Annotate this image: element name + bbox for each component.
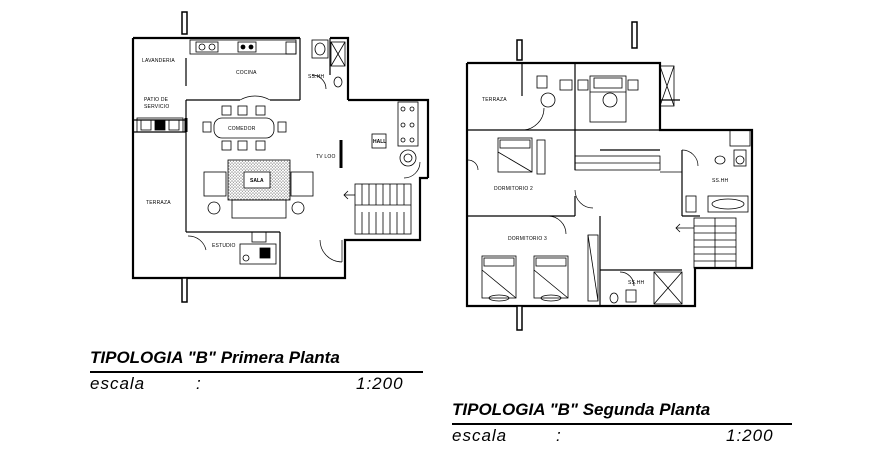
plan2-bathroom-lower xyxy=(609,271,683,305)
plan1-label-patio-2: SERVICIO xyxy=(144,104,169,110)
plan1-title-underline xyxy=(90,371,423,373)
plan2-bed-dorm2 xyxy=(497,137,533,173)
plan1-walls xyxy=(131,36,430,280)
plan1-scale-value: 1:200 xyxy=(356,374,404,393)
plan2-master-bed xyxy=(577,75,639,123)
plan2-label-dormitorio3: DORMITORIO 3 xyxy=(508,236,547,242)
plan1-title: TIPOLOGIA "B" Primera Planta xyxy=(90,348,340,367)
plan1-label-sala: SALA xyxy=(250,178,264,184)
plan2-interior-walls xyxy=(467,63,700,306)
plan2-label-ssh-upper: SS.HH xyxy=(712,178,728,184)
plan2-stairs xyxy=(675,217,737,269)
plan1-label-tv: TV LOO xyxy=(316,154,336,160)
plan1-scale-label: escala xyxy=(90,374,146,393)
plan2-title-underline xyxy=(452,423,792,425)
plan1-axis-markers xyxy=(181,11,188,303)
plan2-label-ssh-lower: SS.HH xyxy=(628,280,644,286)
plan2-doors xyxy=(467,107,699,235)
plan1-dining-set xyxy=(202,105,287,151)
plan2-title: TIPOLOGIA "B" Segunda Planta xyxy=(452,400,711,419)
plan1-label-ssh: SS.HH xyxy=(308,74,324,80)
plan2-scale-value: 1:200 xyxy=(726,426,774,445)
plan1-bathroom xyxy=(311,39,346,90)
plan2-label-terraza: TERRAZA xyxy=(482,97,507,103)
plan1-living-set xyxy=(203,140,343,219)
plan1-kitchen-counter xyxy=(189,39,297,55)
plan1-label-cocina: COCINA xyxy=(236,70,257,76)
plan1-label-lavanderia: LAVANDERIA xyxy=(142,58,175,64)
plan1-label-comedor: COMEDOR xyxy=(228,126,256,132)
plan1-label-hall: HALL xyxy=(373,139,386,145)
plan2-terrace-furniture xyxy=(536,75,573,108)
plan1-label-terraza: TERRAZA xyxy=(146,200,171,206)
plan2-bathroom-upper xyxy=(685,129,751,213)
plan1-label-patio-1: PATIO DE xyxy=(144,97,169,103)
plan1-laundry-sinks xyxy=(136,117,184,133)
plan2-scale-colon: : xyxy=(556,426,562,445)
plan1-stairs xyxy=(343,183,412,235)
plan1-interior-walls xyxy=(133,38,331,278)
plan1-label-estudio: ESTUDIO xyxy=(212,243,236,249)
plan1-scale-colon: : xyxy=(196,374,202,393)
plan2-scale-label: escala xyxy=(452,426,508,445)
plan2-label-dormitorio2: DORMITORIO 2 xyxy=(494,186,533,192)
plan2-second-floor xyxy=(465,21,754,331)
plan1-study-desk xyxy=(239,231,277,265)
plan2-beds-dorm3 xyxy=(481,255,569,302)
plan1-stove xyxy=(371,101,419,167)
plan2-closets xyxy=(536,65,675,302)
plan2-axis-markers xyxy=(516,21,638,331)
plan1-doors xyxy=(187,95,421,263)
plan1-first-floor xyxy=(131,11,430,303)
